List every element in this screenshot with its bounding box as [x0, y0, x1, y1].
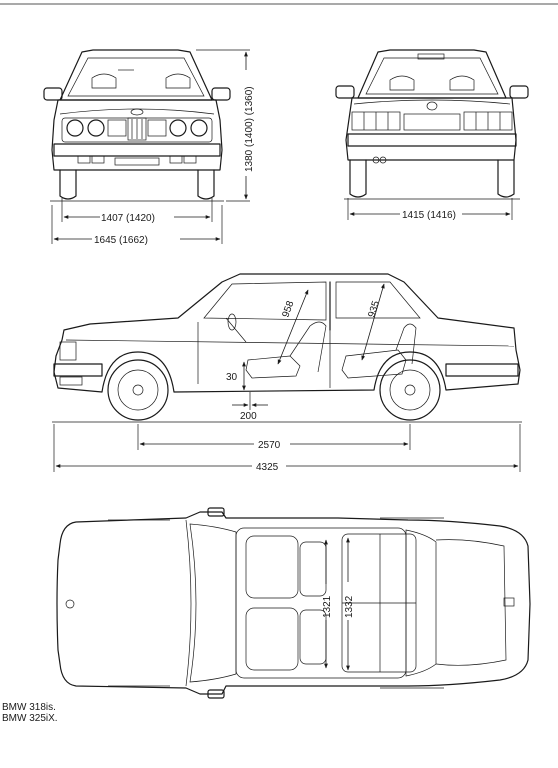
- front-shoulder-label: 1321: [322, 595, 333, 618]
- rear-dimensions: 1415 (1416): [347, 198, 513, 221]
- front-dimensions: 1407 (1420) 1645 (1662) 1380 (1400) (136…: [51, 49, 255, 246]
- rear-track-label: 1415 (1416): [402, 210, 456, 221]
- rear-view: [335, 49, 529, 200]
- seat-offset-label: 200: [240, 411, 257, 422]
- front-headroom-label: 958: [280, 299, 296, 319]
- front-view: [43, 49, 231, 202]
- rear-shoulder-label: 1332: [344, 595, 355, 618]
- overall-width-label: 1645 (1662): [94, 235, 148, 246]
- top-dimensions: 1321 1332: [322, 537, 355, 671]
- rear-headroom-label: 935: [366, 299, 382, 319]
- seat-height-label: 30: [226, 372, 238, 383]
- height-label: 1380 (1400) (1360): [244, 86, 255, 172]
- caption-model-318is: BMW 318is.: [2, 702, 56, 713]
- overall-length-label: 4325: [256, 462, 279, 473]
- side-view: [52, 273, 522, 423]
- side-dimensions: 958 935 30 200 2570 4325: [53, 283, 521, 473]
- wheelbase-label: 2570: [258, 440, 281, 451]
- front-track-label: 1407 (1420): [101, 213, 155, 224]
- top-view: [56, 507, 531, 699]
- caption-model-325ix: BMW 325iX.: [2, 713, 58, 724]
